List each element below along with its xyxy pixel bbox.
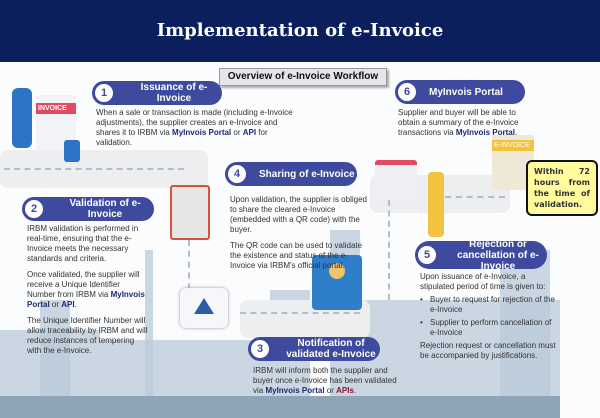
step-number: 5	[417, 245, 437, 265]
page-title: Implementation of e-Invoice	[156, 20, 444, 41]
documents-check-icon	[170, 185, 210, 240]
callout-72-hours: Within 72 hours from the time of validat…	[526, 160, 598, 216]
step-6-description: Supplier and buyer will be able to obtai…	[398, 108, 519, 137]
path-arrow	[240, 312, 360, 314]
person-magnifier-icon	[428, 172, 444, 237]
businessman-icon	[12, 88, 32, 148]
path-arrow	[4, 168, 184, 170]
step-number: 3	[250, 339, 270, 359]
step-4-description: Upon validation, the supplier is obliged…	[230, 195, 367, 270]
skyline-tower	[145, 250, 153, 400]
path-arrow	[188, 240, 190, 300]
step-number: 6	[397, 82, 417, 102]
skyline-building	[40, 300, 70, 400]
browser-search-icon	[375, 160, 417, 200]
path-arrow	[445, 196, 505, 198]
lhdn-logo-tablet-icon	[180, 288, 228, 328]
bullet-item: Supplier to perform cancellation of e-In…	[420, 318, 560, 338]
step-1-description: When a sale or transaction is made (incl…	[96, 108, 293, 147]
overview-label: Overview of e-Invoice Workflow	[219, 68, 387, 86]
step-number: 2	[24, 199, 44, 219]
step-2-description: IRBM validation is performed in real-tim…	[27, 224, 148, 355]
step-number: 4	[227, 164, 247, 184]
path-arrow	[388, 200, 390, 300]
hand-invoice-scroll-icon	[312, 255, 362, 310]
header-banner: Implementation of e-Invoice	[0, 0, 600, 62]
step-5-description: Upon issuance of e-Invoice, a stipulated…	[420, 272, 560, 367]
step-3-description: IRBM will inform both the supplier and b…	[253, 366, 397, 395]
skyline-building	[100, 340, 270, 400]
calculator-icon	[64, 140, 80, 162]
step-number: 1	[94, 83, 114, 103]
bullet-item: Buyer to request for rejection of the e-…	[420, 295, 560, 315]
ground-trees	[0, 396, 560, 418]
